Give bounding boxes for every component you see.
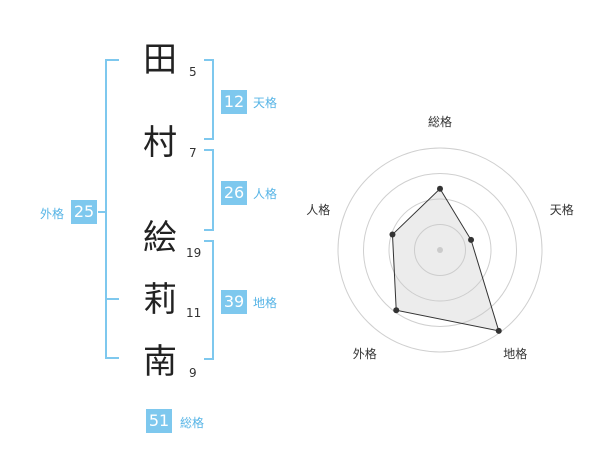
- radar-axis-label-5: 人格: [306, 203, 331, 218]
- jinkaku-value: 26: [221, 181, 247, 205]
- stroke-count-5: 9: [189, 366, 197, 380]
- radar-axis-label-2: 天格: [549, 203, 574, 218]
- radar-ring: [363, 173, 517, 327]
- radar-ring: [388, 198, 492, 302]
- stroke-count-1: 5: [189, 65, 197, 79]
- name-char-2: 村: [143, 123, 177, 163]
- stroke-count-4: 11: [186, 306, 202, 320]
- stroke-count-3: 19: [186, 246, 202, 260]
- radar-series-area: [391, 188, 500, 332]
- soukaku-label: 総格: [180, 416, 205, 430]
- radar-axis-label-4: 外格: [352, 346, 377, 361]
- tenkaku-label: 天格: [253, 96, 278, 110]
- name-char-4: 莉: [143, 280, 177, 320]
- name-char-3: 絵: [143, 218, 177, 258]
- gaikaku-label: 外格: [40, 207, 65, 221]
- radar-center: [437, 247, 443, 253]
- stroke-count-2: 7: [189, 146, 197, 160]
- radar-point-1: [437, 185, 443, 192]
- gaikaku-value: 25: [71, 200, 97, 224]
- name-char-1: 田: [143, 40, 177, 80]
- radar-axis-label-1: 総格: [428, 115, 453, 129]
- tenkaku-value: 12: [221, 90, 247, 114]
- chikaku-label: 地格: [253, 296, 278, 310]
- radar-point-4: [393, 307, 400, 314]
- radar-point-3: [495, 327, 502, 334]
- soukaku-value: 51: [146, 409, 172, 433]
- radar-axis-label-3: 地格: [503, 346, 528, 361]
- radar-ring: [414, 224, 466, 276]
- radar-ring: [337, 147, 543, 353]
- chikaku-value: 39: [221, 290, 247, 314]
- jinkaku-label: 人格: [253, 187, 278, 201]
- name-char-5: 南: [143, 342, 177, 382]
- radar-point-2: [468, 236, 475, 243]
- radar-point-5: [389, 231, 396, 238]
